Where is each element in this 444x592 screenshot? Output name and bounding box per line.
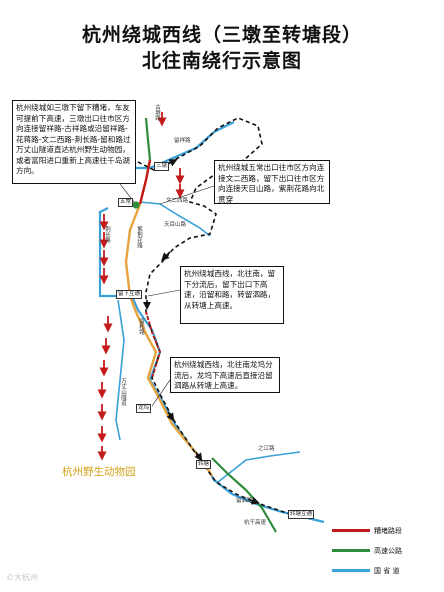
road-label-jingchang: 荆长路 [104,226,110,243]
callout-liuxia-exit: 杭州绕城西线，北往南，留下分流后，留下出口下高速，沿留和路，转留泗路，从转塘上高… [180,266,284,324]
legend-label: 国 省 道 [374,567,400,575]
callout-leader-4 [151,379,171,407]
map-subtitle: 北往南绕行示意图 [141,50,302,72]
blue-road-wanzhang [115,299,125,441]
detour-arrow-3 [161,251,171,261]
label-zhuantang: 转塘 [196,460,212,469]
expressway-north [144,117,152,161]
road-label-hangqian: 杭千高速 [244,520,267,526]
legend-swatch-green [332,549,370,552]
watermark: ©大杭州 [6,573,38,582]
legend-swatch-red [332,529,370,532]
label-sandun: 三墩 [154,162,170,171]
label-longwu: 龙坞 [136,404,152,413]
road-label-tianmushan: 天目山路 [164,222,187,228]
road-label-zhiwu: 之江路 [258,446,275,452]
road-label-liuxiang: 留祥路 [174,138,191,144]
detour-arrow-7 [249,496,260,505]
blue-road-wener [139,201,211,237]
congested-segment [138,159,152,205]
detour-arrow-6 [194,451,203,462]
callout-wuchang-exit: 杭州绕城五常出口往市区方向连接文二西路，留下出口往市区方向连接天目山路，紫荆花路… [214,160,330,204]
blue-road-south [217,451,301,483]
road-label-liuhe: 留和路 [138,318,144,335]
zoo-label: 杭州野生动物园 [62,466,136,478]
congested-segment-south [145,311,162,379]
road-label-wenersilu: 文二西路 [166,198,189,204]
wuchang-interchange-marker [132,201,140,209]
legend-swatch-blue [332,569,370,572]
callout-leader-3 [147,289,181,297]
detour-arrow-5 [166,411,175,422]
expressway-hangqian [211,457,277,533]
road-label-liusi: 留泗路 [236,498,253,504]
callout-sandun-detour: 杭州绕城如三墩下留下糟堵，车友可提前下高速，三墩出口往市区方向连接留祥路-古祥路… [12,100,136,184]
label-zhuantang-interchange: 转塘互通 [288,510,315,519]
road-label-zijinghua: 紫荆花路 [136,226,142,248]
detour-route-black [137,117,291,515]
label-liuxia-exit: 留下互通 [116,290,143,299]
road-label-gaoxin: 古墩路 [154,104,160,121]
legend-label: 高速公路 [374,547,402,555]
blue-road-liusi [130,295,325,524]
map-title: 杭州绕城西线（三墩至转塘段） [81,24,362,46]
blue-road-west [98,207,130,298]
callout-leader-2 [159,185,215,205]
congestion-arrows [97,112,185,461]
label-wuchang: 五常 [118,198,134,207]
road-label-wanzhangshan: 万丈山隧道 [120,378,126,406]
legend-label: 糟堵路段 [374,527,402,535]
callout-longwu-exit: 杭州绕城西线，北往南龙坞分流后，龙坞下高速后直接沿留泗路从转塘上高速。 [170,357,280,393]
ring-road-west [124,159,214,477]
